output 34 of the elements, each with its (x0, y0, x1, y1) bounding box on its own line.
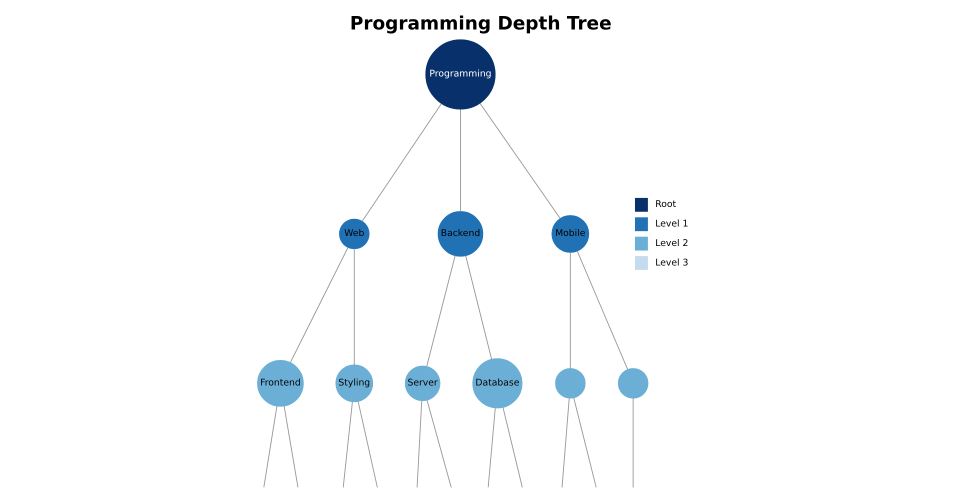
connector (357, 400, 378, 488)
connector (361, 103, 442, 222)
legend-label: Root (654, 199, 676, 210)
node-circle: Backend (437, 211, 483, 257)
connector (262, 405, 277, 488)
node-circle: Styling (334, 364, 373, 402)
connector (632, 398, 634, 488)
connector (464, 255, 492, 360)
connector (561, 398, 570, 488)
connector (487, 408, 496, 488)
legend-label: Level 3 (654, 257, 688, 268)
connector (353, 248, 354, 366)
connector (426, 400, 452, 488)
node-circle: Database (472, 358, 522, 408)
connector (416, 400, 422, 488)
node-circle: Frontend (256, 360, 304, 407)
connector (342, 401, 352, 488)
legend-label: Level 2 (654, 238, 688, 249)
node-circle (554, 368, 586, 399)
node-circle: Mobile (551, 215, 589, 253)
connector (479, 103, 560, 219)
node-circle (617, 368, 648, 399)
connector (572, 397, 596, 488)
node-circle: Server (404, 366, 440, 402)
connector (569, 252, 570, 369)
connector (289, 246, 348, 364)
node-circle: Web (338, 218, 370, 250)
legend-label: Level 1 (654, 218, 688, 230)
connector (283, 405, 298, 488)
node-circle: Programming (424, 39, 496, 110)
connector (502, 407, 522, 488)
connector (576, 250, 628, 370)
diagram-title: Programming Depth Tree (349, 13, 612, 34)
connector (426, 255, 456, 367)
